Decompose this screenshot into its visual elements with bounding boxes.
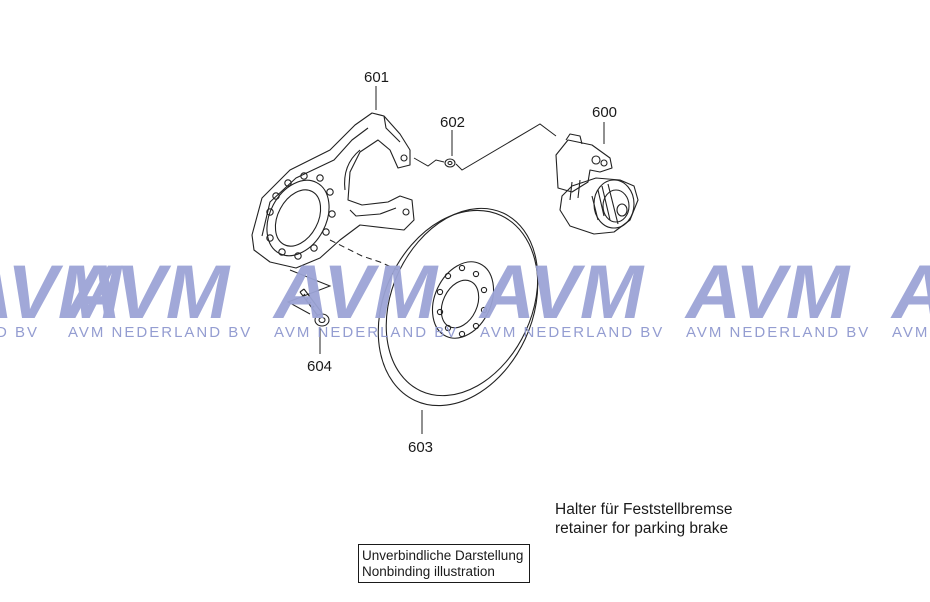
disclaimer-german: Unverbindliche Darstellung	[362, 548, 524, 563]
watermark-logo: AVM	[272, 250, 439, 335]
watermark-company: AVM NEDERLAND BV	[274, 324, 458, 341]
label-leaders	[319, 86, 605, 434]
nut-602-drawing	[444, 158, 456, 168]
caption: Halter für Feststellbremse retainer for …	[555, 500, 732, 538]
caption-german: Halter für Feststellbremse	[555, 501, 733, 518]
watermark-logo-partial-right: AVM	[890, 250, 930, 335]
watermark-company-partial: D BV	[0, 324, 39, 341]
watermark: AVM AVM AVM AVM AVM AVM D BV AVM NEDERLA…	[0, 250, 930, 341]
watermark-company: AVM NEDERLAND BV	[480, 324, 664, 341]
part-label-601: 601	[364, 69, 389, 86]
caliper-600-drawing	[555, 133, 639, 235]
part-label-603: 603	[408, 439, 433, 456]
disc-603-drawing	[377, 207, 539, 407]
watermark-company-partial-right: AVM	[892, 324, 929, 341]
bracket-601-drawing	[251, 112, 415, 269]
watermark-logo: AVM	[684, 250, 851, 335]
assembly-lines	[286, 123, 557, 315]
caption-english: retainer for parking brake	[555, 520, 729, 537]
disclaimer-english: Nonbinding illustration	[362, 564, 495, 579]
part-label-600: 600	[592, 104, 617, 121]
watermark-company: AVM NEDERLAND BV	[68, 324, 252, 341]
watermark-logo-partial-left: AVM	[0, 250, 123, 335]
watermark-logo: AVM	[478, 250, 645, 335]
part-label-604: 604	[307, 358, 332, 375]
watermark-company: AVM NEDERLAND BV	[686, 324, 870, 341]
disclaimer-box: Unverbindliche Darstellung Nonbinding il…	[358, 544, 530, 583]
part-label-602: 602	[440, 114, 465, 131]
watermark-logo: AVM	[64, 250, 231, 335]
